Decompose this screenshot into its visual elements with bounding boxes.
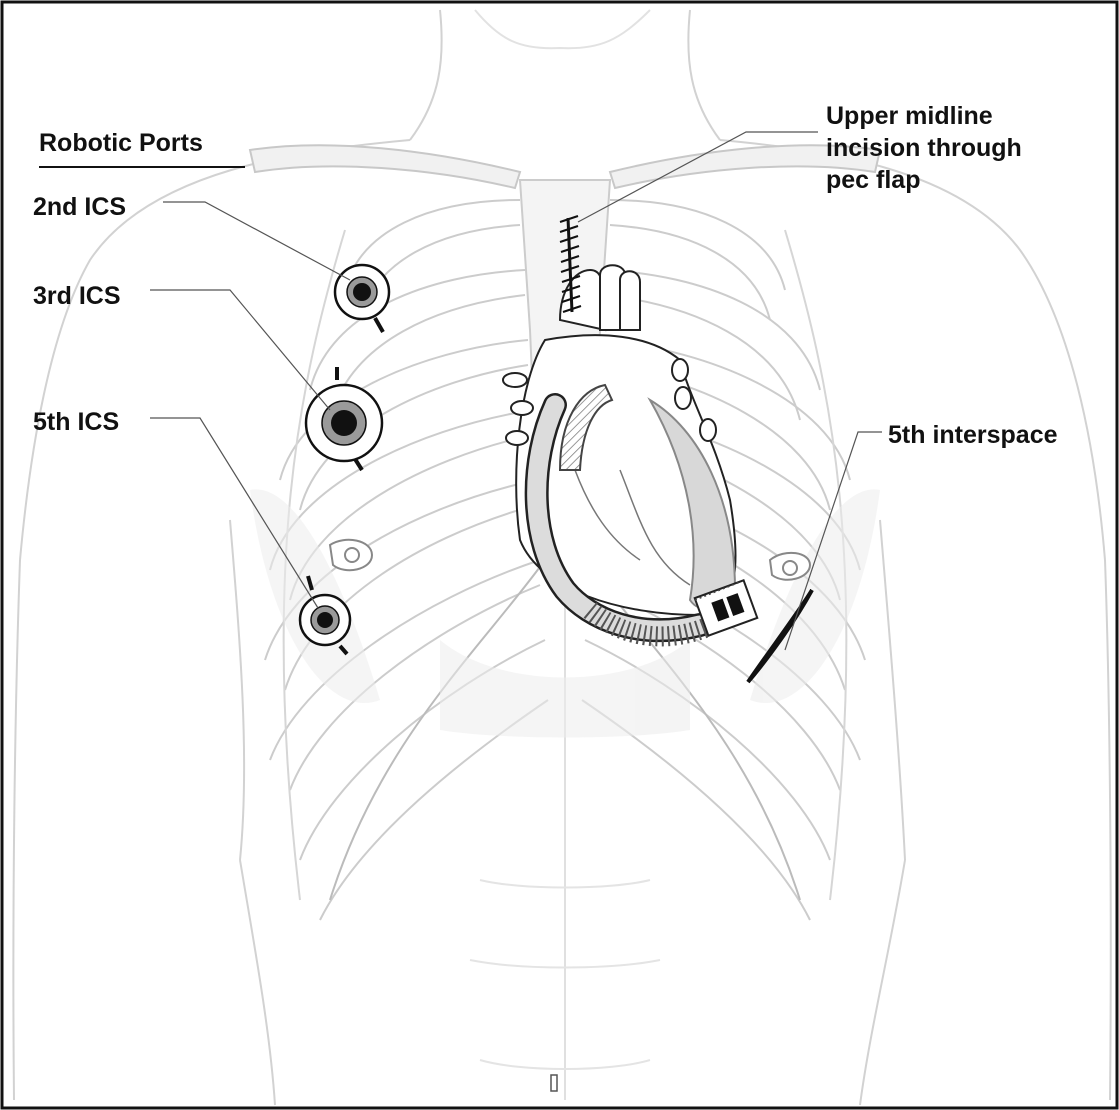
robotic-ports-title: Robotic Ports [39, 128, 203, 158]
title-underline [39, 166, 245, 168]
navel-mark [551, 1075, 557, 1091]
label-2nd-ics: 2nd ICS [33, 192, 126, 222]
label-5th-ics: 5th ICS [33, 407, 119, 437]
label-upper-midline-incision: Upper midline incision through pec flap [826, 100, 1022, 196]
label-3rd-ics: 3rd ICS [33, 281, 121, 311]
label-5th-interspace: 5th interspace [888, 420, 1058, 450]
label-upper-midline-line-1: Upper midline [826, 100, 1022, 132]
label-upper-midline-line-2: incision through [826, 132, 1022, 164]
label-upper-midline-line-3: pec flap [826, 164, 1022, 196]
